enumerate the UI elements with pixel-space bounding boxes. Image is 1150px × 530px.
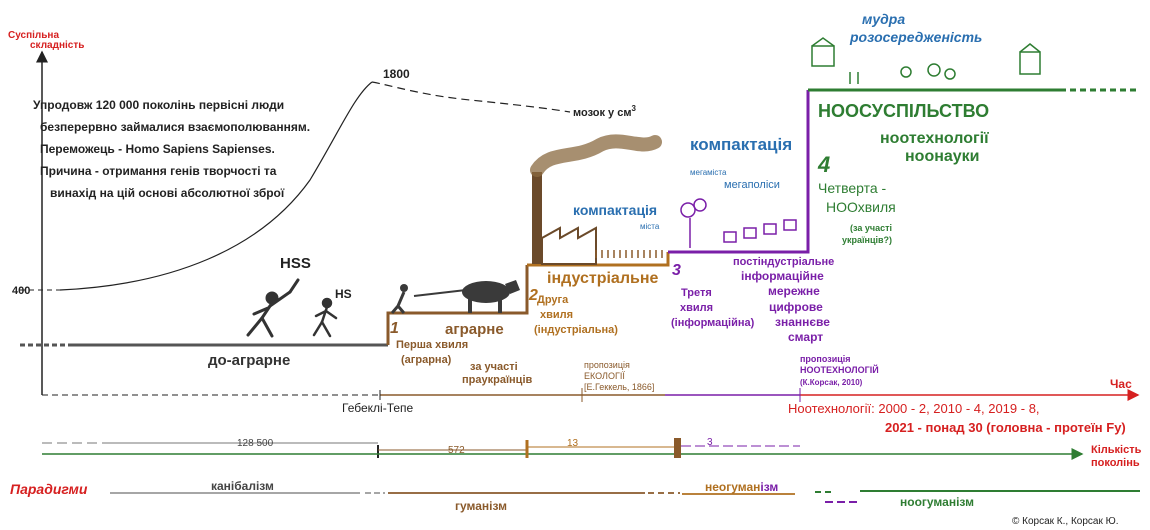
wave-4-note-2: українців?) <box>842 235 892 245</box>
paradigms-label: Парадигми <box>10 481 88 497</box>
gen-count-2: 572 <box>448 445 465 456</box>
compaction-2: компактація <box>690 135 792 154</box>
nootech-proposal-1: пропозиція <box>800 354 851 364</box>
info-stage-4: цифрове <box>769 300 823 314</box>
ecology-1: пропозиція <box>584 360 630 370</box>
wave-2-label-2: хвиля <box>540 309 573 321</box>
nootech-label-2: ноонауки <box>905 148 980 165</box>
noosociety-label: НООСУСПІЛЬСТВО <box>818 101 989 121</box>
gen-axis-label-2: поколінь <box>1091 457 1140 469</box>
wave-3-label-2: хвиля <box>680 302 713 314</box>
y-axis-label-2: складність <box>30 40 84 51</box>
compaction-1: компактація <box>573 202 657 218</box>
wave-4-number: 4 <box>817 152 830 177</box>
crowd-icon <box>595 250 663 258</box>
wave-1-number: 1 <box>390 320 399 337</box>
nootech-label-1: ноотехнології <box>880 130 989 147</box>
brain-curve-tail <box>371 81 571 113</box>
intro-line-3: Переможець - Homo Sapiens Sapienses. <box>40 142 275 156</box>
compaction-2-sub1: мегаміста <box>690 168 727 177</box>
industrial-label: індустріальне <box>547 270 658 287</box>
agrarian-step <box>386 265 529 345</box>
hs-figure-icon <box>312 297 338 338</box>
nootech-proposal-2: НООТЕХНОЛОГІЙ <box>800 364 879 375</box>
agrarian-label: аграрне <box>445 321 504 338</box>
intro-line-1: Упродовж 120 000 поколінь первісні люди <box>33 98 284 112</box>
wave-1-label-2: (аграрна) <box>401 354 452 366</box>
hs-label: HS <box>335 287 352 301</box>
x-tick-gobekli-label: Гебеклі-Тепе <box>342 401 414 415</box>
hss-figure-icon <box>246 278 300 338</box>
gen-count-1: 128 500 <box>237 438 274 449</box>
info-stage-5: знаннєве <box>775 315 830 329</box>
info-stage-3: мережне <box>768 284 820 298</box>
x-axis-label: Час <box>1110 377 1132 391</box>
ecology-3: [Е.Геккель, 1866] <box>584 382 654 392</box>
nootech-stats-2: 2021 - понад 30 (головна - протеїн Fy) <box>885 420 1126 435</box>
humanism-label: гуманізм <box>455 499 507 513</box>
wave-3-label-3: (інформаційна) <box>671 317 755 329</box>
wise-dispersal-1: мудра <box>862 11 905 27</box>
brain-label: мозок у см3 <box>573 104 636 119</box>
info-step <box>668 90 810 254</box>
wave-3-number: 3 <box>672 262 681 279</box>
cannibalism-label: канібалізм <box>211 479 274 493</box>
wave-2-label-1: Друга <box>537 294 569 306</box>
ecology-2: ЕКОЛОГІЇ <box>584 371 625 381</box>
info-people-icon <box>680 198 797 248</box>
wave-2-number: 2 <box>528 287 538 304</box>
brain-peak-label: 1800 <box>383 67 410 81</box>
brain-curve <box>59 81 373 291</box>
wave-1-label-1: Перша хвиля <box>396 339 468 351</box>
hss-label: HSS <box>280 255 311 272</box>
noo-buildings-icon <box>811 37 1041 84</box>
copyright: © Корсак К., Корсак Ю. <box>1012 516 1119 527</box>
wave-3-label-1: Третя <box>681 287 712 299</box>
proto-ukr-2: праукраїнців <box>462 374 532 386</box>
intro-line-4: Причина - отримання генів творчості та <box>40 164 277 178</box>
gen-count-4: 3 <box>707 437 713 448</box>
intro-line-2: безперервно займалися взаємополюванням. <box>40 120 310 134</box>
pre-agrarian-label: до-аграрне <box>208 352 290 369</box>
neohumanism-label: неогуманізм <box>705 480 778 494</box>
noohumanism-label: ноогуманізм <box>900 495 974 509</box>
gen-axis-label-1: Кількість <box>1091 444 1142 456</box>
info-stage-6: смарт <box>788 330 823 344</box>
plough-oxen-icon <box>390 280 520 314</box>
nootech-stats-1: Ноотехнології: 2000 - 2, 2010 - 4, 2019 … <box>788 401 1040 416</box>
intro-text: Упродовж 120 000 поколінь первісні люди … <box>33 98 310 200</box>
intro-line-5: винахід на цій основі абсолютної зброї <box>50 186 285 200</box>
y-tick-400: 400 <box>12 285 30 297</box>
info-stage-1: постіндустріальне <box>733 256 834 268</box>
compaction-1-sub: міста <box>640 222 660 231</box>
y-axis-label-1: Суспільна <box>8 30 59 41</box>
gen-tick-3 <box>674 438 681 458</box>
wave-2-label-3: (індустріальна) <box>534 324 618 336</box>
wave-4-label-2: НООхвиля <box>826 199 896 215</box>
proto-ukr-1: за участі <box>470 361 518 373</box>
compaction-2-sub2: мегаполіси <box>724 179 780 191</box>
nootech-proposal-3: (К.Корсак, 2010) <box>800 378 863 387</box>
info-stage-2: інформаційне <box>741 269 824 283</box>
wave-4-label-1: Четверта - <box>818 180 887 196</box>
wave-4-note-1: (за участі <box>850 223 892 233</box>
wise-dispersal-2: розосередженість <box>849 29 982 45</box>
gen-count-3: 13 <box>567 438 579 449</box>
